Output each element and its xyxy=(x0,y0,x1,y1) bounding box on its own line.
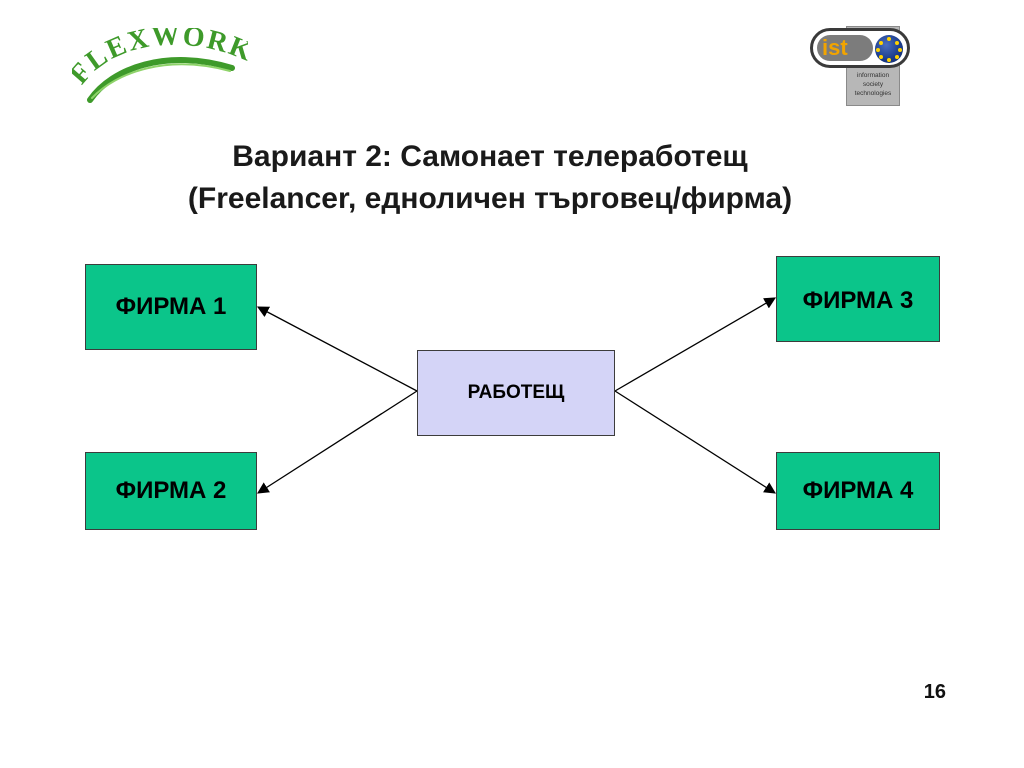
firm-4-box: ФИРМА 4 xyxy=(776,452,940,530)
ist-logo-text: ist xyxy=(822,35,848,60)
arrow-to-firm-4 xyxy=(614,390,776,494)
firm-3-label: ФИРМА 3 xyxy=(802,287,914,314)
arrow-to-firm-2 xyxy=(257,390,418,494)
ist-logo-pill: ist xyxy=(810,28,910,68)
firm-1-label: ФИРМА 1 xyxy=(115,293,227,320)
page-number: 16 xyxy=(923,681,946,703)
slide-title: Вариант 2: Самонает телеработещ (Freelan… xyxy=(100,136,880,220)
firm-3-box: ФИРМА 3 xyxy=(776,256,940,342)
ist-subtitle-line: information xyxy=(856,72,890,79)
worker-label: РАБОТЕЩ xyxy=(467,382,565,403)
firm-1-box: ФИРМА 1 xyxy=(85,264,257,350)
worker-box: РАБОТЕЩ xyxy=(417,350,615,436)
flexwork-logo: FLEXWORK xyxy=(63,20,256,108)
ist-logo: ist information society technologies xyxy=(808,24,916,106)
slide-title-line-1: Вариант 2: Самонает телеработещ xyxy=(232,140,748,173)
slide-title-line-2: (Freelancer, едноличен търговец/фирма) xyxy=(187,182,793,215)
globe-icon xyxy=(875,35,903,63)
ist-subtitle-line: society xyxy=(862,81,884,88)
firm-4-label: ФИРМА 4 xyxy=(802,477,914,504)
flexwork-logo-graphic: FLEXWORK xyxy=(63,20,256,103)
firm-2-label: ФИРМА 2 xyxy=(115,477,227,504)
arrow-to-firm-1 xyxy=(256,306,418,392)
ist-subtitle-line: technologies xyxy=(854,90,892,97)
arrow-to-firm-3 xyxy=(614,297,777,392)
firm-2-box: ФИРМА 2 xyxy=(85,452,257,530)
